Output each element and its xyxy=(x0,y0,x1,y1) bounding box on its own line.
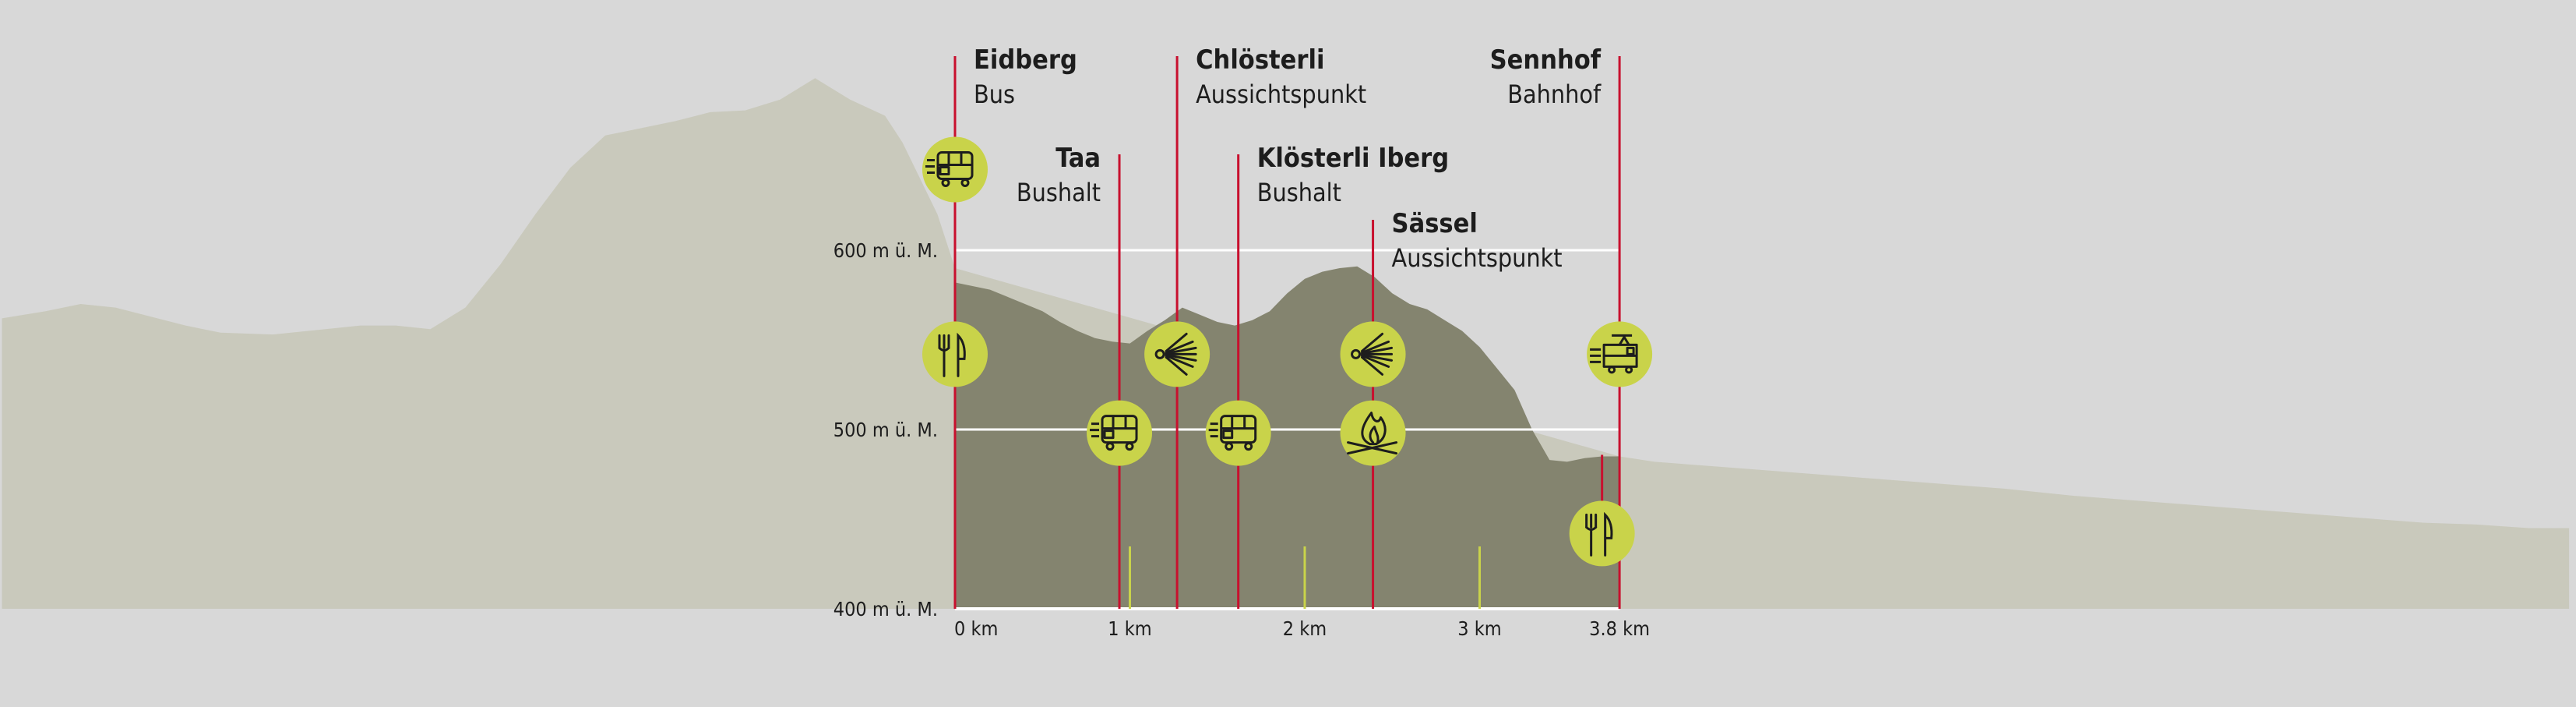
stop-name-s-ssel: Sässel xyxy=(1392,208,1478,239)
gridlines xyxy=(955,249,1620,610)
icon-circle xyxy=(922,136,988,203)
bus-icon xyxy=(1205,400,1271,466)
bus-icon xyxy=(1087,400,1153,466)
background-terrain-area xyxy=(2,78,2570,609)
x-tick-label: 3 km xyxy=(1457,617,1501,640)
x-axis-ticks xyxy=(1129,546,1481,609)
viewpoint-icon xyxy=(1340,321,1406,387)
stop-name-sennhof: Sennhof xyxy=(1490,44,1602,76)
stop-name-kl-sterli-iberg: Klösterli Iberg xyxy=(1257,143,1449,174)
axis-labels: 400 m ü. M. 500 m ü. M. 600 m ü. M. 0 km 1 k… xyxy=(833,239,1650,640)
bus-icon xyxy=(922,136,988,203)
train-icon xyxy=(1587,321,1653,387)
stop-type-kl-sterli-iberg: Bushalt xyxy=(1257,178,1341,207)
icon-circle xyxy=(1205,400,1271,466)
y-tick-label: 500 m ü. M. xyxy=(833,419,938,441)
restaurant-icon xyxy=(1569,500,1635,567)
background-terrain xyxy=(2,78,2570,609)
stop-name-eidberg: Eidberg xyxy=(974,44,1077,76)
x-tick-label: 3.8 km xyxy=(1589,617,1650,640)
stop-markers xyxy=(922,136,1653,567)
icon-circle xyxy=(1569,500,1635,567)
icon-circle xyxy=(1087,400,1153,466)
route-profile xyxy=(955,266,1620,609)
icon-circle xyxy=(1587,321,1653,387)
campfire-icon xyxy=(1340,400,1406,466)
stop-name-taa: Taa xyxy=(1055,143,1101,174)
y-tick-label: 600 m ü. M. xyxy=(833,239,938,262)
icon-circle xyxy=(1340,400,1406,466)
stop-type-sennhof: Bahnhof xyxy=(1507,80,1602,109)
stop-type-eidberg: Bus xyxy=(974,80,1015,109)
stop-name-chl-sterli: Chlösterli xyxy=(1196,44,1324,76)
x-tick-label: 0 km xyxy=(954,617,998,640)
restaurant-icon xyxy=(922,321,988,387)
y-tick-label: 400 m ü. M. xyxy=(833,598,938,620)
stop-type-chl-sterli: Aussichtspunkt xyxy=(1196,80,1366,109)
route-profile-area xyxy=(955,266,1620,609)
stop-type-taa: Bushalt xyxy=(1017,178,1101,207)
x-tick-label: 1 km xyxy=(1108,617,1151,640)
icon-circle xyxy=(922,321,988,387)
viewpoint-icon xyxy=(1144,321,1210,387)
stop-type-s-ssel: Aussichtspunkt xyxy=(1392,243,1563,273)
x-tick-label: 2 km xyxy=(1283,617,1327,640)
